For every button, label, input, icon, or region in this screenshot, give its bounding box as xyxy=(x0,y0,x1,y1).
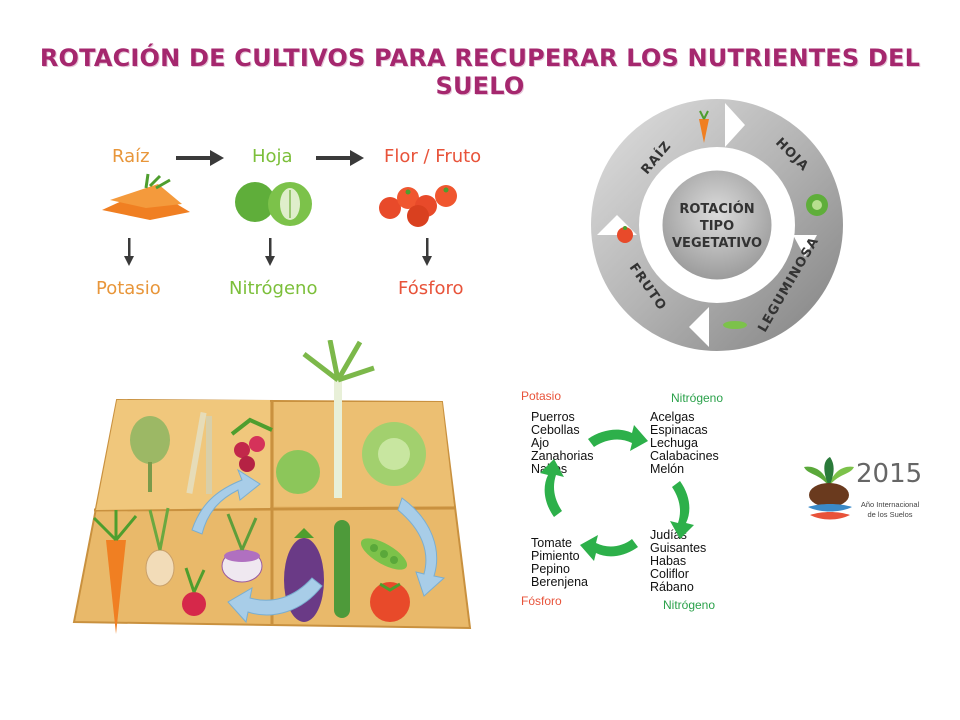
flow-nutrient-nitrogeno: Nitrógeno xyxy=(229,278,318,299)
list-item: Calabacines xyxy=(650,449,719,463)
list-item: Cebollas xyxy=(531,423,580,437)
list-item: Espinacas xyxy=(650,423,708,437)
cycle-center-line-1: ROTACIÓN xyxy=(679,201,754,217)
list-item: Melón xyxy=(650,462,685,476)
cycle-center xyxy=(659,167,775,283)
leek-icon xyxy=(302,340,375,498)
label-fosforo: Fósforo xyxy=(521,594,562,608)
cabbage-icon xyxy=(235,182,312,226)
radish-icon xyxy=(182,567,206,616)
flow-graphics xyxy=(102,150,457,266)
carrot-icon xyxy=(92,510,138,634)
arrow-right-icon xyxy=(316,150,364,166)
lettuce-icon xyxy=(276,422,426,494)
list-item: Lechuga xyxy=(650,436,698,450)
flow-stage-hoja: Hoja xyxy=(252,146,293,167)
rotation-arrow-icon xyxy=(397,497,446,597)
cabbage-icon xyxy=(806,194,828,216)
list-item: Pepino xyxy=(531,562,570,576)
list-item: Guisantes xyxy=(650,541,707,555)
list-nitrogeno-hoja: Acelgas Espinacas Lechuga Calabacines Me… xyxy=(650,411,719,476)
logo-subtitle-line-1: Año Internacional xyxy=(860,500,920,509)
garden-illustration xyxy=(72,340,472,634)
artichoke-icon xyxy=(130,416,170,492)
soil-year-logo-icon xyxy=(804,457,854,520)
green-arrow-icon xyxy=(540,459,564,517)
cucumber-icon xyxy=(334,520,350,618)
tomato-icon xyxy=(370,582,410,622)
label-nitrogeno-bottom: Nitrógeno xyxy=(663,598,716,612)
logo-year: 2015 xyxy=(856,459,923,489)
flow-stage-raiz: Raíz xyxy=(112,146,150,167)
cycle-center-line-3: VEGETATIVO xyxy=(672,236,762,251)
tomato-icon xyxy=(379,185,457,227)
flow-stage-fruto: Flor / Fruto xyxy=(384,146,482,167)
list-item: Berenjena xyxy=(531,575,588,589)
carrot-icon xyxy=(699,110,709,143)
rotation-cycle: ROTACIÓN TIPO VEGETATIVO RAÍZ HOJA LEGUM… xyxy=(591,99,843,351)
cycle-arrow-icon xyxy=(793,235,817,257)
onion-icon xyxy=(145,507,175,587)
flow-nutrient-fosforo: Fósforo xyxy=(398,278,464,299)
turnip-icon xyxy=(221,513,263,583)
crop-cycle-arrows xyxy=(540,425,694,561)
cycle-arrow-icon xyxy=(689,307,709,347)
list-item: Acelgas xyxy=(650,410,695,424)
list-item: Habas xyxy=(650,554,687,568)
green-arrow-icon xyxy=(580,535,638,561)
list-item: Puerros xyxy=(531,410,575,424)
carrot-icon xyxy=(102,173,190,220)
pea-pod-icon xyxy=(723,321,747,329)
list-item: Zanahorias xyxy=(531,449,594,463)
logo-subtitle-line-2: de los Suelos xyxy=(867,510,913,519)
list-item: Rábano xyxy=(650,580,694,594)
rotation-arrow-icon xyxy=(227,577,323,624)
arrow-right-icon xyxy=(176,150,224,166)
list-item: Coliflor xyxy=(650,567,689,581)
green-arrow-icon xyxy=(670,481,694,539)
list-item: Pimiento xyxy=(531,549,580,563)
page-title: ROTACIÓN DE CULTIVOS PARA RECUPERAR LOS … xyxy=(39,44,921,100)
label-potasio: Potasio xyxy=(521,389,562,403)
asparagus-icon xyxy=(186,412,212,494)
raspberry-icon xyxy=(230,417,273,472)
green-arrow-icon xyxy=(588,425,648,451)
cycle-center-line-2: TIPO xyxy=(700,219,734,234)
tomato-icon xyxy=(617,226,633,243)
cycle-arrow-icon xyxy=(725,103,745,147)
rotation-arrow-icon xyxy=(191,468,261,535)
list-fosforo: Tomate Pimiento Pepino Berenjena xyxy=(531,537,588,589)
label-nitrogeno-top: Nitrógeno xyxy=(671,391,724,405)
pea-pod-icon xyxy=(360,538,408,570)
flow-nutrient-potasio: Potasio xyxy=(96,278,161,299)
arrow-down-icon xyxy=(124,238,134,266)
list-item: Ajo xyxy=(531,436,550,450)
arrow-down-icon xyxy=(422,238,432,266)
arrow-down-icon xyxy=(265,238,275,266)
logo-subtitle: Año Internacional de los Suelos xyxy=(848,500,932,520)
list-item: Tomate xyxy=(531,536,572,550)
